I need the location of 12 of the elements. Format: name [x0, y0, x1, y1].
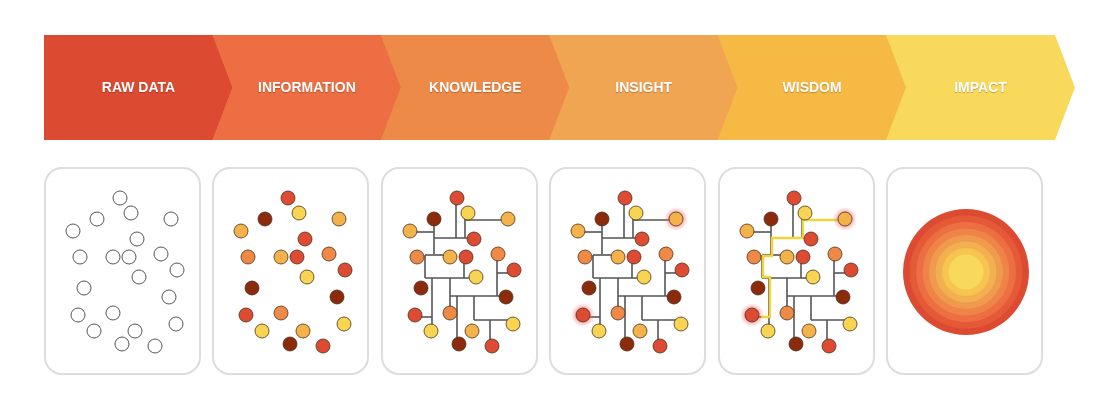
stage-banner	[44, 35, 233, 140]
stage-label: INFORMATION	[258, 78, 356, 97]
stage-banner	[886, 35, 1075, 140]
stage-banner	[549, 35, 739, 140]
stage-label: WISDOM	[782, 78, 842, 97]
stage-label: RAW DATA	[101, 78, 176, 97]
stage-banner	[212, 35, 402, 140]
stage-label: KNOWLEDGE	[429, 78, 522, 97]
stage-label: IMPACT	[954, 78, 1007, 97]
stage-label: INSIGHT	[615, 78, 673, 97]
stage-banner	[717, 35, 907, 140]
stage-banner	[380, 35, 570, 140]
